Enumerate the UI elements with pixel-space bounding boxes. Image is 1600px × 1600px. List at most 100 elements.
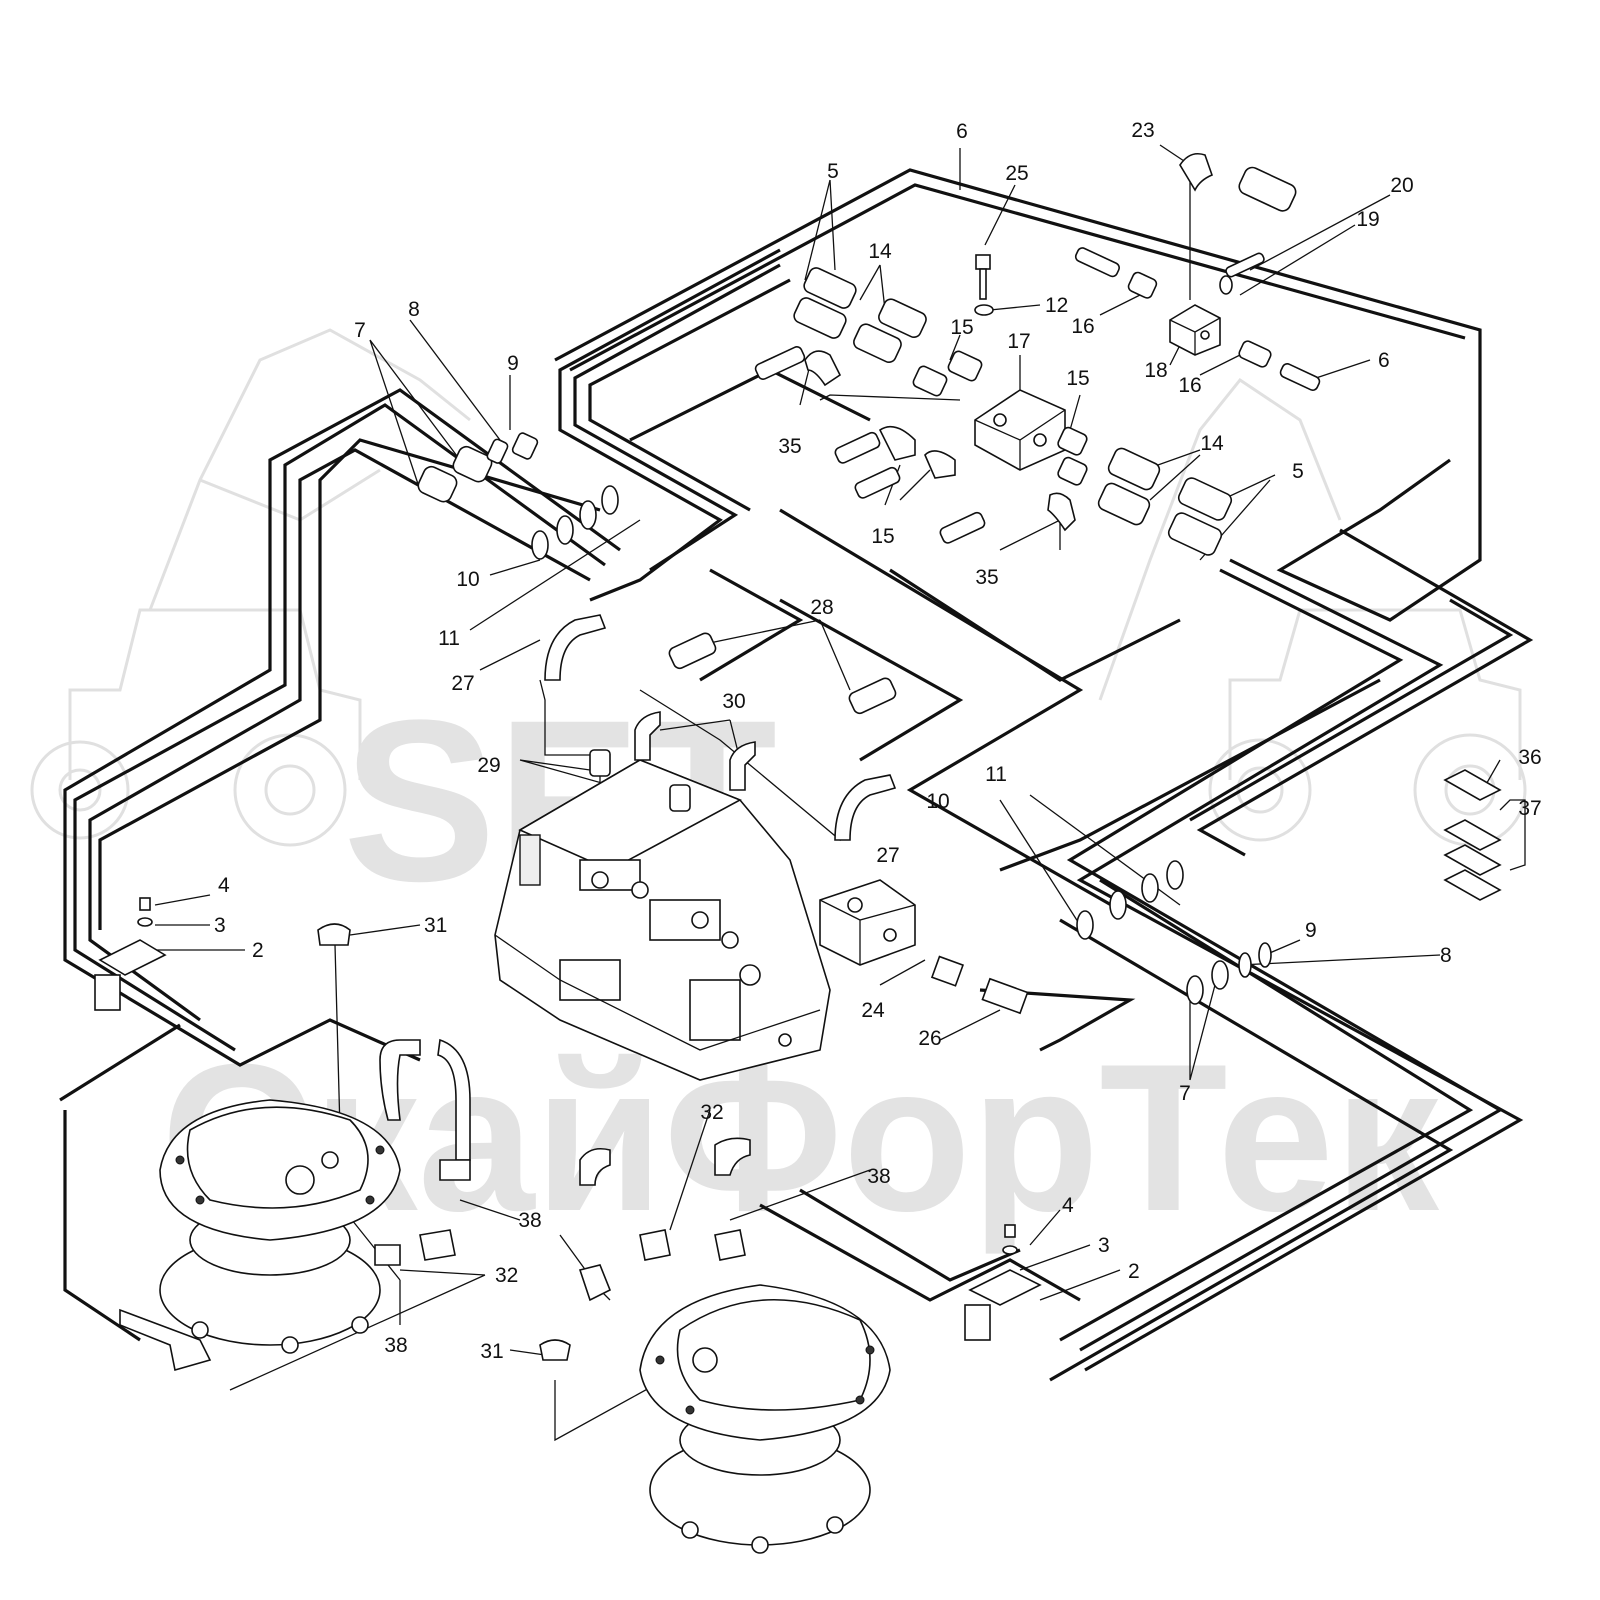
pipe-left-2	[73, 403, 606, 1052]
callout-16-top: 16	[1071, 315, 1094, 338]
callout-labels: 2 2 3 3 4 4 5 5 6 6 7 7 8 8 9 9 10 10 11…	[214, 119, 1542, 1363]
callout-30: 30	[722, 690, 745, 713]
callout-26: 26	[918, 1027, 941, 1050]
callout-2-left: 2	[252, 939, 264, 962]
pipe-upper-right-a	[1196, 528, 1534, 857]
pipe-left-1	[63, 388, 621, 1067]
callout-4-right: 4	[1062, 1194, 1074, 1217]
callout-32-right: 32	[495, 1264, 518, 1287]
pipe-right-4	[999, 678, 1381, 872]
travel-motor-right	[578, 1137, 891, 1554]
clamp-right	[964, 1224, 1042, 1341]
callout-6-top: 6	[956, 120, 968, 143]
pipe-left-3	[88, 448, 591, 1022]
pipe-outer-top	[554, 168, 1482, 622]
callout-10-left: 10	[456, 568, 479, 591]
callout-15-center: 15	[871, 525, 894, 548]
hoses-27-28	[544, 614, 897, 841]
callout-6-right: 6	[1378, 349, 1390, 372]
pipe-bottom-1	[63, 1110, 141, 1342]
control-valve-block	[494, 759, 831, 1081]
callout-4-left: 4	[218, 874, 230, 897]
pipe-center-2	[573, 263, 781, 572]
callout-10-right: 10	[926, 790, 949, 813]
pipe-left-4	[98, 438, 601, 930]
callout-38-bottom: 38	[384, 1334, 407, 1357]
travel-motor-left	[119, 1038, 471, 1372]
pipe-upper-right-b	[1189, 598, 1514, 822]
callout-23: 23	[1131, 119, 1154, 142]
callout-20: 20	[1390, 174, 1413, 197]
callout-15-right: 15	[1066, 367, 1089, 390]
pipe-center-3	[588, 278, 791, 512]
pipe-outer-top-inner	[569, 183, 1466, 372]
callout-35-top: 35	[778, 435, 801, 458]
fittings-right-rings	[1076, 860, 1272, 1005]
callout-7-right: 7	[1179, 1082, 1191, 1105]
pipe-center-6	[699, 568, 804, 682]
callout-11-right: 11	[985, 763, 1007, 786]
callout-35-right: 35	[975, 566, 998, 589]
pipe-center-7	[779, 598, 964, 762]
callout-37: 37	[1518, 797, 1541, 820]
callout-15-top: 15	[950, 316, 973, 339]
callout-24: 24	[861, 999, 885, 1022]
callout-7-left: 7	[354, 319, 366, 342]
pipe-bottom-3	[759, 1203, 1081, 1302]
callout-16-right: 16	[1178, 374, 1201, 397]
manifold-block-26	[819, 879, 1029, 1015]
fittings-left-cluster	[417, 432, 619, 560]
pipe-center-8	[889, 568, 1181, 682]
callout-19: 19	[1356, 208, 1379, 231]
pipe-center-5	[779, 508, 1121, 912]
pipe-right-3	[1059, 878, 1474, 1342]
callout-5-right: 5	[1292, 460, 1304, 483]
pipe-bottom-2	[59, 1023, 181, 1102]
junction-block-17	[974, 389, 1066, 471]
callout-31-bottom: 31	[480, 1340, 503, 1363]
callout-14-top: 14	[868, 240, 892, 263]
clamp-left	[94, 897, 167, 1011]
fittings-right-cluster	[939, 426, 1233, 556]
callout-27-left: 27	[451, 672, 474, 695]
callout-28: 28	[810, 596, 833, 619]
callout-12: 12	[1045, 294, 1068, 317]
callout-27-right: 27	[876, 844, 899, 867]
pipe-bottom-4	[799, 1188, 1021, 1282]
fittings-center-cluster	[754, 346, 956, 499]
brackets-36-37	[1443, 769, 1502, 901]
callout-38-left: 38	[518, 1209, 541, 1232]
pipe-runs	[59, 168, 1534, 1382]
pipe-right-2	[1076, 558, 1524, 1372]
callout-8-left: 8	[408, 298, 420, 321]
leader-lines	[150, 144, 1526, 1442]
plugs-31	[317, 923, 571, 1361]
callout-17: 17	[1007, 330, 1030, 353]
pipe-center-4	[629, 368, 871, 442]
callout-3-left: 3	[214, 914, 226, 937]
callout-9-right: 9	[1305, 919, 1317, 942]
elbow-23	[1179, 152, 1297, 212]
pipe-center-1	[558, 248, 781, 602]
callout-5-top: 5	[827, 160, 839, 183]
pipe-right-1	[1066, 568, 1504, 1352]
bolt-25	[974, 254, 994, 316]
callout-11-left: 11	[438, 627, 460, 650]
components	[94, 152, 1502, 1554]
callout-18: 18	[1144, 359, 1167, 382]
callout-29: 29	[477, 754, 500, 777]
callout-38-center: 38	[867, 1165, 890, 1188]
callout-2-right: 2	[1128, 1260, 1140, 1283]
fittings-top-cluster	[793, 247, 1321, 397]
callout-25: 25	[1005, 162, 1028, 185]
callout-3-right: 3	[1098, 1234, 1110, 1257]
callout-31-top: 31	[424, 914, 447, 937]
callout-14-right: 14	[1200, 432, 1224, 455]
callout-32-center: 32	[700, 1101, 723, 1124]
callout-8-right: 8	[1440, 944, 1452, 967]
callout-9-left: 9	[507, 352, 519, 375]
pipe-bottom-5	[979, 988, 1136, 1052]
block-18	[1169, 304, 1221, 356]
callout-36: 36	[1518, 746, 1541, 769]
